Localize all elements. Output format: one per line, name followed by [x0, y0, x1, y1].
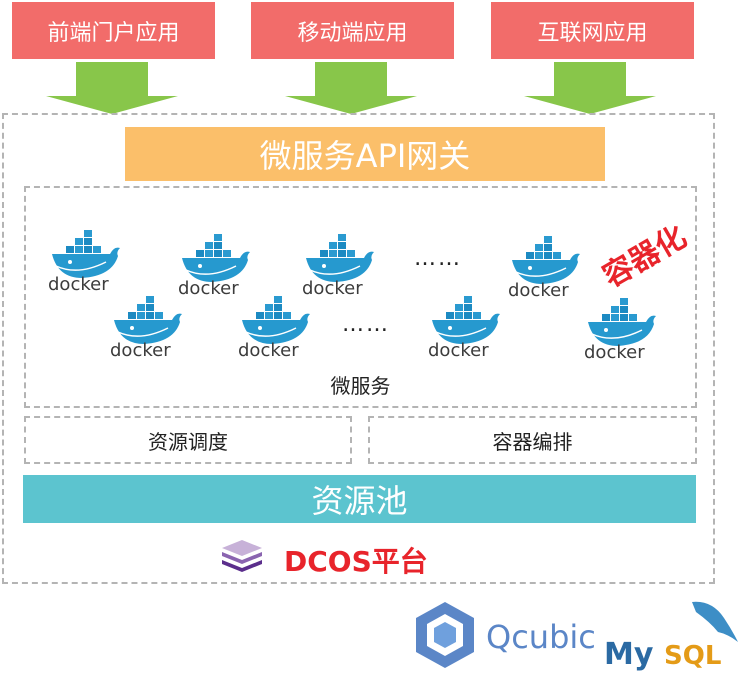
mysql-sql-text: SQL — [664, 641, 721, 671]
qcubic-logo-icon — [416, 602, 474, 668]
client-label: 互联网应用 — [537, 20, 648, 46]
docker-label: docker — [508, 280, 569, 301]
api-gateway: 微服务API网关 — [125, 127, 605, 181]
docker-logo-4: docker — [508, 235, 581, 301]
container-orchestration: 容器编排 — [368, 416, 697, 464]
platform-frame — [2, 113, 715, 584]
client-box-internet: 互联网应用 — [491, 2, 694, 59]
dcos-logo-icon — [222, 540, 262, 572]
flow-arrows — [46, 62, 656, 114]
docker-logo-7: docker — [428, 295, 501, 361]
orchestration-label: 容器编排 — [492, 429, 573, 454]
ellipsis-row1: …… — [414, 246, 462, 271]
arrow-down-icon — [524, 62, 656, 114]
client-box-portal: 前端门户应用 — [12, 2, 215, 59]
docker-label: docker — [238, 340, 299, 361]
docker-label: docker — [110, 340, 171, 361]
arrow-down-icon — [46, 62, 178, 114]
docker-logo-3: docker — [302, 233, 375, 299]
docker-label: docker — [302, 278, 363, 299]
docker-label: docker — [584, 342, 645, 363]
docker-logo-6: docker — [238, 295, 311, 361]
docker-label: docker — [48, 274, 109, 295]
docker-label: docker — [428, 340, 489, 361]
arrow-down-icon — [285, 62, 417, 114]
resource-pool: 资源池 — [23, 475, 696, 523]
client-box-mobile: 移动端应用 — [251, 2, 454, 59]
mysql-logo-icon: My SQL — [604, 601, 738, 672]
resource-scheduling: 资源调度 — [24, 416, 352, 464]
client-label: 移动端应用 — [297, 20, 408, 46]
gateway-label: 微服务API网关 — [259, 137, 471, 175]
mysql-my-text: My — [604, 637, 654, 672]
docker-logo-1: docker — [48, 229, 121, 295]
docker-label: docker — [178, 278, 239, 299]
microservices-caption: 微服务 — [24, 368, 697, 400]
client-label: 前端门户应用 — [47, 20, 180, 46]
scheduling-label: 资源调度 — [148, 429, 228, 454]
microservices-zone — [24, 186, 697, 408]
dcos-platform-label: DCOS平台 — [284, 545, 428, 578]
docker-logo-8: docker — [584, 297, 657, 363]
qcubic-logo-text: Qcubic — [486, 618, 596, 656]
docker-logo-2: docker — [178, 233, 251, 299]
docker-logo-5: docker — [110, 295, 183, 361]
resource-pool-label: 资源池 — [311, 482, 408, 520]
ellipsis-row2: …… — [342, 312, 390, 337]
microservices-caption-text: 微服务 — [330, 373, 391, 398]
